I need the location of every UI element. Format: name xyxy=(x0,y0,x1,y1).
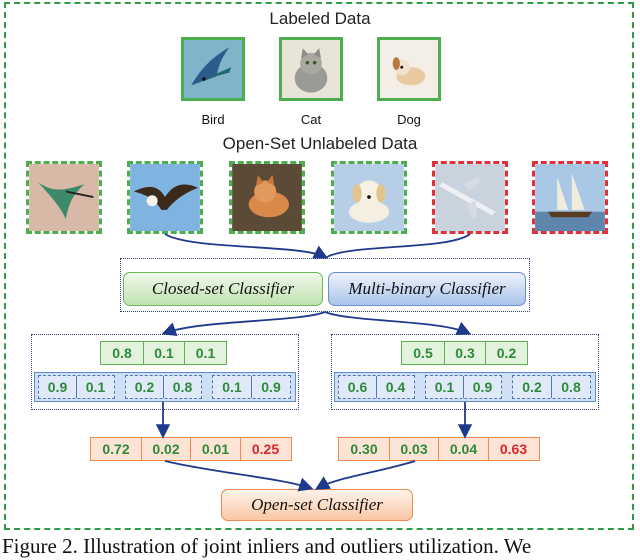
arrow xyxy=(164,460,314,492)
binary-prob: 0.1 xyxy=(76,376,114,398)
puppy-image xyxy=(331,161,407,234)
binary-prob: 0.2 xyxy=(522,379,542,395)
binary-prob: 0.8 xyxy=(163,376,201,398)
open-prob-cell: 0.25 xyxy=(239,437,292,461)
left-open-probs: 0.72 0.02 0.01 0.25 xyxy=(90,437,292,461)
arrow xyxy=(161,311,326,337)
binary-prob: 0.8 xyxy=(551,376,590,398)
binary-pair: 0.6 0.4 xyxy=(338,375,415,399)
open-prob-cell: 0.03 xyxy=(388,437,440,461)
binary-prob: 0.6 xyxy=(347,379,368,395)
dog-label: Dog xyxy=(397,112,421,127)
dog-image xyxy=(377,37,441,101)
prob-cell: 0.3 xyxy=(443,341,487,365)
prob-cell: 0.1 xyxy=(142,341,186,365)
binary-prob: 0.9 xyxy=(463,376,501,398)
binary-pair: 0.1 0.9 xyxy=(212,375,291,399)
binary-prob: 0.4 xyxy=(376,376,414,398)
sailboat-image xyxy=(532,161,608,234)
open-set-classifier: Open-set Classifier xyxy=(221,489,413,521)
binary-pair: 0.2 0.8 xyxy=(512,375,591,399)
open-prob-cell: 0.63 xyxy=(487,437,540,461)
eagle-image xyxy=(127,161,203,234)
open-prob-cell: 0.02 xyxy=(140,437,192,461)
binary-prob: 0.9 xyxy=(251,376,290,398)
figure-frame xyxy=(4,2,634,530)
prob-cell: 0.2 xyxy=(485,341,528,365)
open-prob-cell: 0.72 xyxy=(90,437,142,461)
labeled-data-title: Labeled Data xyxy=(269,9,371,28)
binary-pair: 0.2 0.8 xyxy=(125,375,202,399)
hummingbird-image xyxy=(26,161,102,234)
arrow xyxy=(324,311,472,335)
bird-label: Bird xyxy=(201,112,225,127)
cat-label: Cat xyxy=(300,112,322,127)
binary-prob: 0.2 xyxy=(134,379,155,395)
multi-binary-classifier: Multi-binary Classifier xyxy=(328,272,526,306)
arrow xyxy=(326,233,471,258)
right-open-probs: 0.30 0.03 0.04 0.63 xyxy=(338,437,540,461)
prob-cell: 0.8 xyxy=(100,341,144,365)
binary-prob: 0.1 xyxy=(222,379,242,395)
binary-pair: 0.9 0.1 xyxy=(38,375,115,399)
open-prob-cell: 0.01 xyxy=(190,437,241,461)
open-prob-cell: 0.04 xyxy=(438,437,489,461)
binary-prob: 0.9 xyxy=(47,379,68,395)
right-closed-probs: 0.5 0.3 0.2 xyxy=(401,341,528,365)
airplane-image xyxy=(432,161,508,234)
binary-prob: 0.1 xyxy=(434,379,455,395)
figure-caption: Figure 2. Illustration of joint inliers … xyxy=(2,534,532,558)
arrow xyxy=(164,233,329,259)
open-prob-cell: 0.30 xyxy=(338,437,390,461)
closed-set-classifier: Closed-set Classifier xyxy=(123,272,323,306)
prob-cell: 0.1 xyxy=(184,341,227,365)
left-closed-probs: 0.8 0.1 0.1 xyxy=(100,341,227,365)
unlabeled-data-title: Open-Set Unlabeled Data xyxy=(222,134,418,153)
arrow xyxy=(314,460,416,490)
cat-tree-image xyxy=(229,161,305,234)
bird-image xyxy=(181,37,245,101)
cat-image xyxy=(279,37,343,101)
binary-pair: 0.1 0.9 xyxy=(425,375,502,399)
